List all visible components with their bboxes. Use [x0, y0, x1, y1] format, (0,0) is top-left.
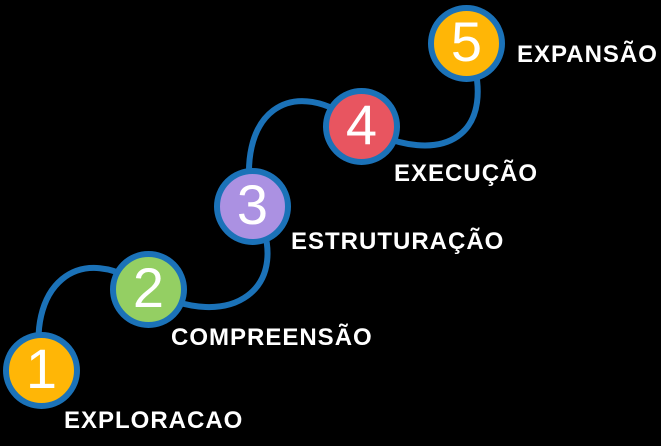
step-label-estruturacao: ESTRUTURAÇÃO [291, 228, 505, 255]
step-number-1: 1 [25, 336, 58, 400]
step-circle-3: 3 [214, 168, 291, 245]
step-label-exploracao: EXPLORACAO [64, 407, 244, 434]
step-circle-2: 2 [110, 251, 187, 328]
step-label-execucao: EXECUÇÃO [394, 160, 539, 187]
step-circle-5: 5 [428, 5, 505, 82]
step-number-2: 2 [132, 255, 165, 319]
step-label-compreensao: COMPREENSÃO [171, 324, 373, 351]
step-circle-1: 1 [3, 332, 80, 409]
step-number-5: 5 [450, 9, 483, 73]
connector-path [35, 42, 481, 374]
step-label-expansao: EXPANSÃO [517, 41, 658, 68]
step-number-4: 4 [345, 92, 378, 156]
step-circle-4: 4 [323, 88, 400, 165]
step-number-3: 3 [236, 172, 269, 236]
